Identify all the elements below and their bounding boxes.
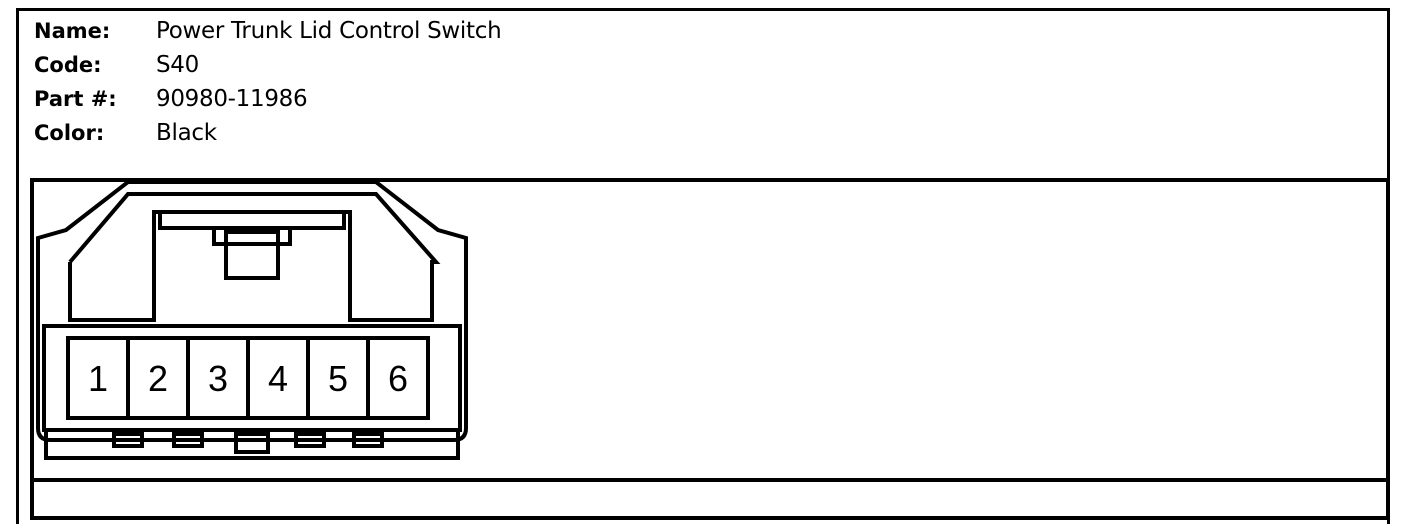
pin-label-4: 4 (268, 358, 288, 399)
name-value: Power Trunk Lid Control Switch (156, 18, 502, 44)
part-label: Part #: (34, 87, 117, 111)
pin-label-3: 3 (208, 358, 228, 399)
pin-label-2: 2 (148, 358, 168, 399)
pin-label-5: 5 (328, 358, 348, 399)
connector-key-outline (158, 212, 346, 230)
color-label: Color: (34, 121, 105, 145)
code-value: S40 (156, 52, 199, 78)
connector-bottom-ribs (44, 430, 460, 460)
name-row: Name: Power Trunk Lid Control Switch (34, 14, 502, 48)
connector-footer-area (30, 478, 1390, 520)
part-value: 90980-11986 (156, 86, 308, 112)
pin-label-6: 6 (388, 358, 408, 399)
pin-label-1: 1 (88, 358, 108, 399)
code-row: Code: S40 (34, 48, 501, 82)
code-label: Code: (34, 53, 102, 77)
connector-latch (224, 230, 280, 280)
connector-cavity-frame (42, 324, 462, 432)
connector-info: Name: Power Trunk Lid Control Switch Cod… (34, 14, 502, 150)
color-row: Color: Black (34, 116, 501, 150)
pin-cavity-6 (366, 336, 430, 420)
color-value: Black (156, 120, 217, 146)
connector-inner-outline (68, 192, 441, 322)
name-label: Name: (34, 19, 111, 43)
part-row: Part #: 90980-11986 (34, 82, 501, 116)
connector-key-slot (212, 228, 292, 246)
